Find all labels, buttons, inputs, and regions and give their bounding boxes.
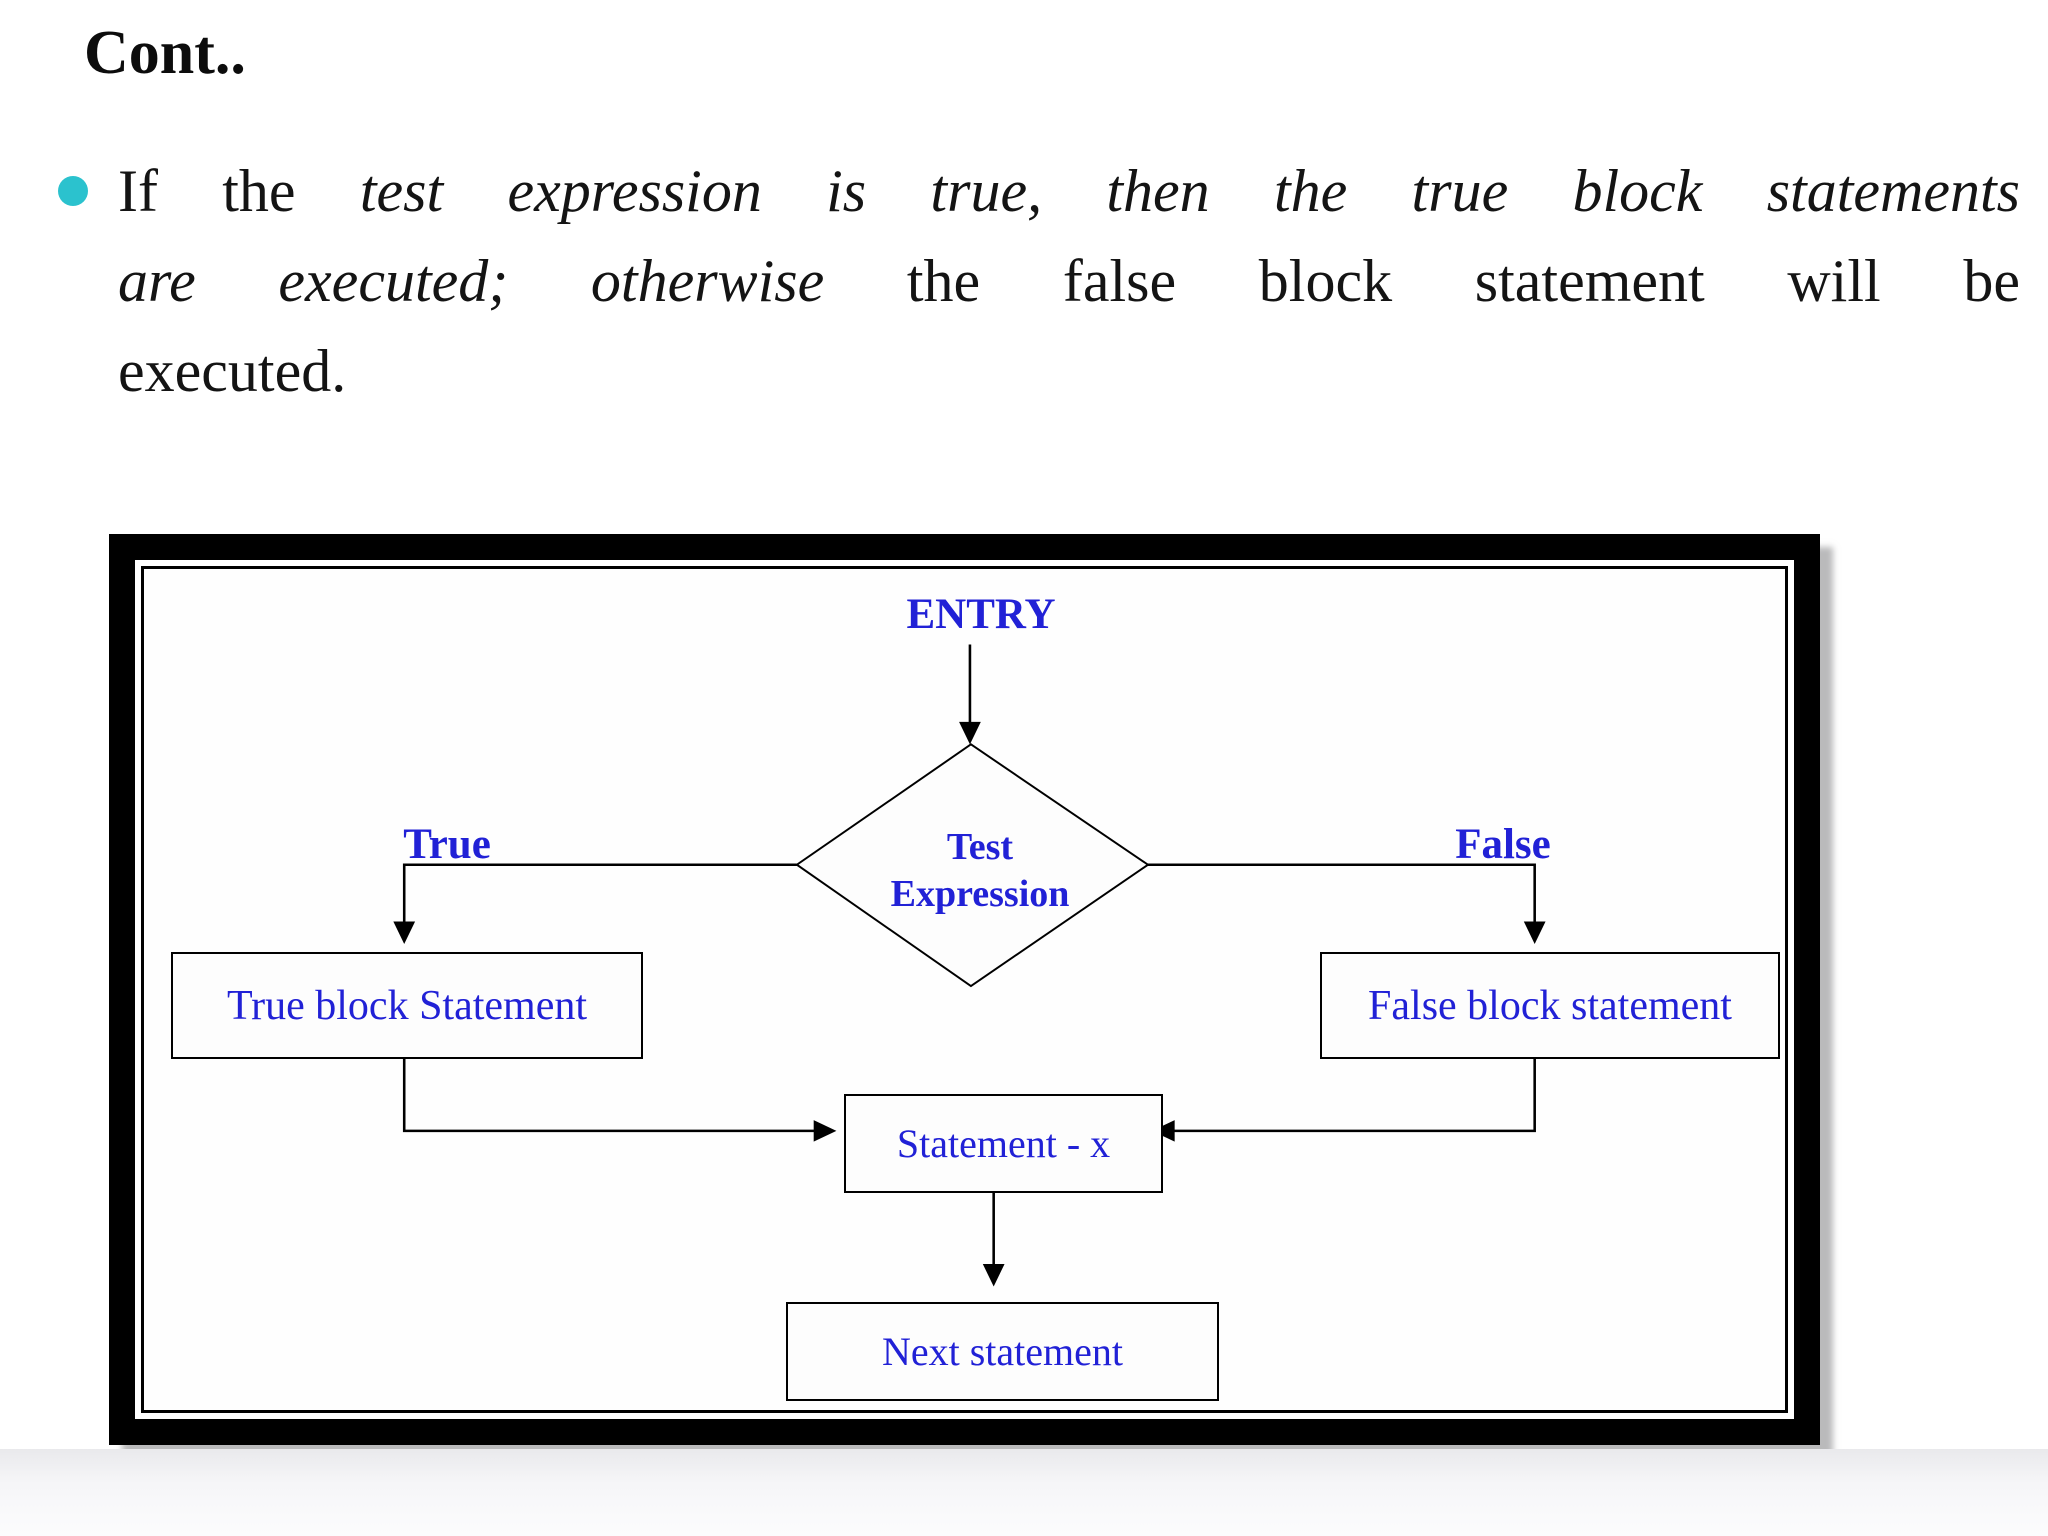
- next-statement-node: Next statement: [786, 1302, 1219, 1401]
- flowchart: ENTRY True False Test Expression True bl…: [153, 578, 1780, 1401]
- flowchart-connectors: [393, 644, 1546, 1287]
- paragraph-segment-italic: test expression is true, then the true b…: [359, 158, 2021, 224]
- entry-label: ENTRY: [906, 591, 1056, 638]
- bullet-icon: [58, 176, 88, 206]
- true-block-node: True block Statement: [171, 952, 643, 1059]
- decision-line-1: Test: [946, 826, 1014, 868]
- decision-line-2: Expression: [890, 873, 1070, 915]
- true-block-label: True block Statement: [226, 982, 588, 1029]
- paragraph-line-2: are executed; otherwise the false block …: [118, 236, 2020, 326]
- flowchart-inner-border: ENTRY True False Test Expression True bl…: [141, 566, 1788, 1413]
- paragraph-segment: executed.: [118, 338, 347, 404]
- statement-x-node: Statement - x: [844, 1094, 1163, 1193]
- true-branch-label: True: [403, 821, 491, 868]
- false-block-node: False block statement: [1320, 952, 1780, 1059]
- paragraph-segment-italic: are executed; otherwise: [118, 248, 907, 314]
- false-block-label: False block statement: [1368, 982, 1732, 1029]
- statement-x-label: Statement - x: [896, 1121, 1111, 1166]
- bottom-gradient: [0, 1449, 2048, 1536]
- flowchart-frame: ENTRY True False Test Expression True bl…: [109, 534, 1820, 1445]
- paragraph-line-1: If the test expression is true, then the…: [118, 146, 2020, 236]
- decision-node-label: Test Expression: [830, 824, 1130, 918]
- slide-title: Cont..: [84, 19, 246, 87]
- bullet-paragraph: If the test expression is true, then the…: [118, 146, 2020, 416]
- false-branch-label: False: [1455, 821, 1551, 868]
- paragraph-line-3: executed.: [118, 326, 2020, 416]
- paragraph-segment: If the: [118, 158, 360, 224]
- paragraph-segment: the false block statement will be: [906, 248, 2020, 314]
- next-statement-label: Next statement: [881, 1329, 1124, 1374]
